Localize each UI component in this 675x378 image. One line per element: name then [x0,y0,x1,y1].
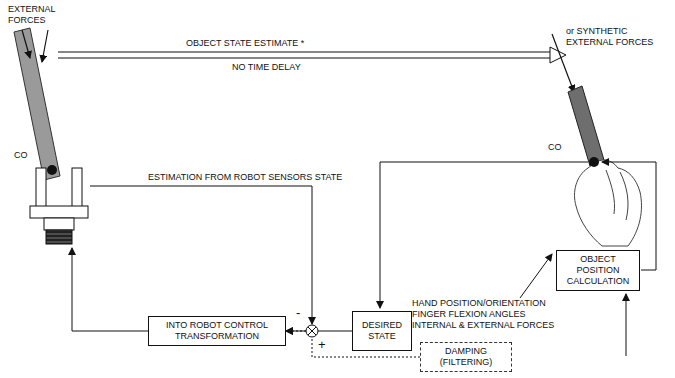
wrist [44,218,74,230]
force-arrow [22,30,30,58]
force-arrow [42,30,48,62]
contact-dot [589,157,599,167]
contact-dot [47,165,57,175]
estimation-line [90,186,312,324]
wrist-thread [46,230,72,244]
signal-label: HAND POSITION/ORIENTATION FINGER FLEXION… [412,298,572,331]
filter-box: DAMPING (FILTERING) [420,342,512,372]
signal-label: OBJECT STATE ESTIMATE * [186,38,304,49]
process-box: OBJECT POSITION CALCULATION [556,250,640,291]
robot-command-line [72,248,148,331]
process-box: INTO ROBOT CONTROL TRANSFORMATION [148,316,286,346]
point-label: CO [548,142,562,153]
sign-label: + [318,338,326,351]
signal-label: ESTIMATION FROM ROBOT SENSORS STATE [146,172,344,183]
process-box: DESIRED STATE [352,311,412,351]
hand-outline [575,160,642,246]
box-text: DESIRED STATE [358,320,406,342]
gripper-body [30,206,88,218]
object-bar [14,28,60,180]
force-label: or SYNTHETIC EXTERNAL FORCES [566,26,666,48]
hand-pointer-arrow [520,254,552,298]
connector [286,331,352,332]
box-text: INTO ROBOT CONTROL TRANSFORMATION [154,320,280,342]
box-text: DAMPING (FILTERING) [426,346,506,368]
box-text: OBJECT POSITION CALCULATION [562,254,634,287]
point-label: CO [14,150,28,161]
object-bar [568,86,604,166]
force-label: EXTERNAL FORCES [8,4,68,26]
summing-junction [306,325,318,337]
sign-label: - [296,306,300,319]
state-arrow [58,52,552,53]
hand-input-line [626,294,627,356]
state-arrow [58,58,552,59]
signal-label: NO TIME DELAY [232,62,301,73]
